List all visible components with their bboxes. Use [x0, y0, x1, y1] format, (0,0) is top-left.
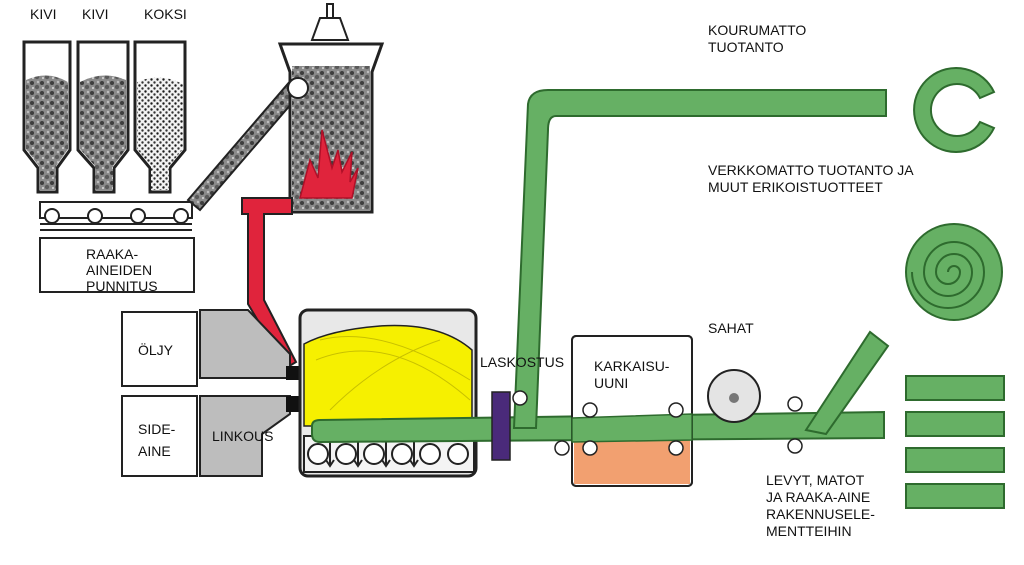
line-rollers: [512, 390, 803, 456]
label-weighing: RAAKA- AINEIDEN PUNNITUS: [86, 246, 158, 294]
label-pleating: LASKOSTUS: [480, 354, 565, 370]
label-boards: LEVYT, MATOT JA RAAKA-AINE RAKENNUSELE- …: [766, 472, 875, 539]
chamber-rollers: [307, 440, 469, 468]
label-spinning: LINKOUS: [212, 428, 274, 444]
curing-oven: [571, 335, 693, 487]
silo-coke: [133, 40, 187, 194]
label-saws: SAHAT: [708, 320, 754, 336]
pipe-branch: [512, 89, 887, 429]
silo-stone-1: [22, 40, 72, 194]
label-mesh-mat: VERKKOMATTO TUOTANTO JA MUUT ERIKOISTUOT…: [708, 162, 914, 195]
roll-branch: [804, 330, 890, 436]
label-curing-oven: KARKAISU- UUNI: [594, 358, 670, 391]
cone-hopper-icon: [310, 3, 350, 41]
weighing-conveyor: [39, 201, 195, 293]
c-shaped-pipe-section-icon: [913, 67, 996, 153]
label-stone-1: KIVI: [30, 6, 57, 22]
label-binder: SIDE- AINE: [138, 421, 176, 459]
label-pipe-section: KOURUMATTO TUOTANTO: [708, 22, 807, 55]
binder-box: [121, 395, 198, 477]
flame: [299, 129, 359, 199]
stacked-boards-icon: [905, 375, 1005, 509]
laskostus-unit: [491, 391, 511, 461]
oil-box: [121, 311, 198, 387]
circular-saw-icon: [707, 369, 761, 423]
silo-stone-2: [76, 40, 130, 194]
label-stone-2: KIVI: [82, 6, 109, 22]
melt-channel: [241, 197, 298, 370]
oil-nozzle: [199, 309, 304, 380]
label-coke: KOKSI: [144, 6, 187, 22]
label-oil: ÖLJY: [138, 342, 174, 358]
spiral-roll-icon: [905, 223, 1003, 321]
